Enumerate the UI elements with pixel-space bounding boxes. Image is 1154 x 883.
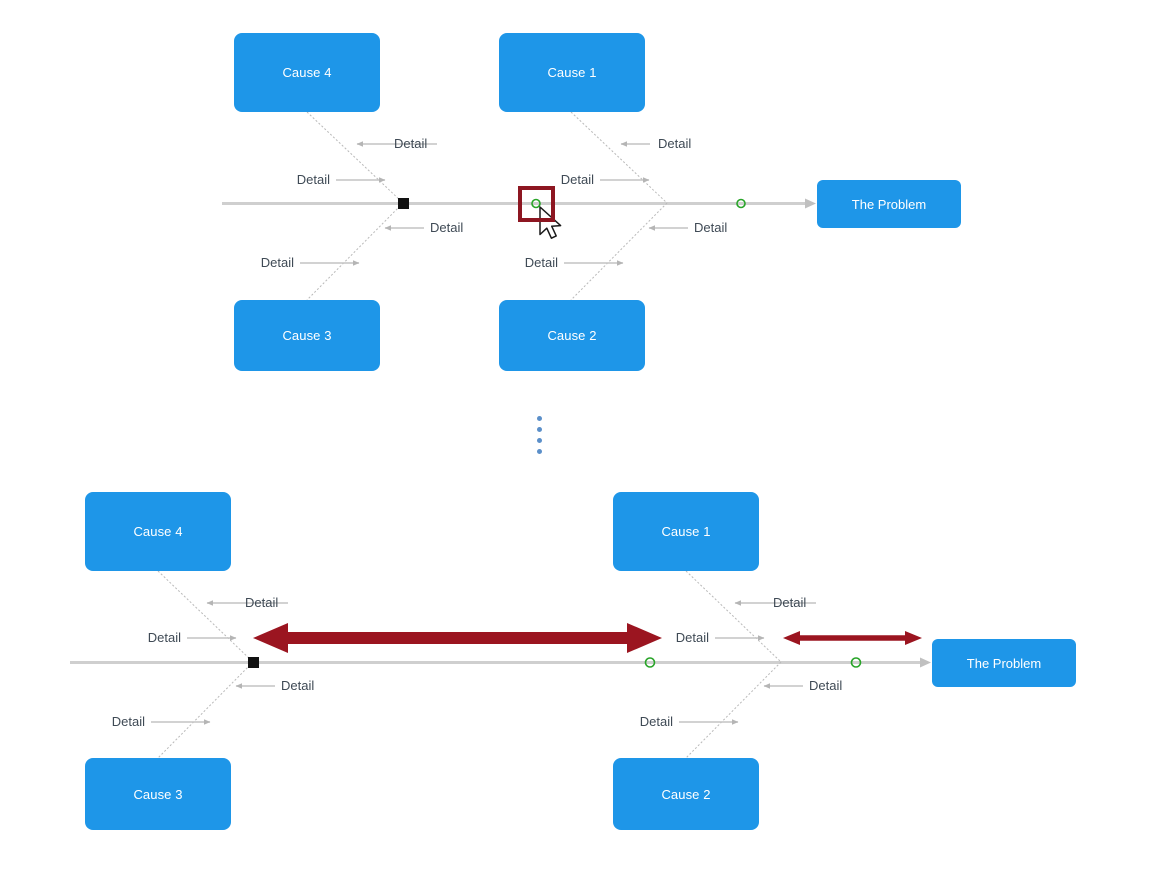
- separator-dot: [537, 416, 542, 421]
- detail-label: Detail: [111, 714, 145, 729]
- bone-cause3: [157, 661, 254, 759]
- cause-box-cause2[interactable]: Cause 2: [613, 758, 759, 830]
- cause-box-label: Cause 4: [133, 524, 183, 539]
- cause-box-label: Cause 2: [547, 328, 597, 343]
- cause-box-cause3[interactable]: Cause 3: [85, 758, 231, 830]
- vertical-ellipsis: [537, 416, 545, 456]
- detail-label: Detail: [658, 136, 692, 151]
- separator-dot: [537, 427, 542, 432]
- cause-box-label: Cause 4: [282, 65, 332, 80]
- problem-box-label: The Problem: [851, 196, 927, 212]
- bone-cause3: [306, 202, 404, 301]
- bone-cause2: [685, 661, 782, 759]
- detail-label: Detail: [694, 220, 728, 235]
- detail-label: Detail: [809, 678, 843, 693]
- spine-arrowhead: [920, 657, 931, 668]
- cause-box-cause2[interactable]: Cause 2: [499, 300, 645, 371]
- cause-box-label: Cause 3: [133, 786, 183, 802]
- bone-cause4: [306, 111, 404, 204]
- problem-box-label: The Problem: [966, 655, 1042, 671]
- bone-cause2: [570, 202, 668, 301]
- top-diagram-lines: [222, 111, 816, 301]
- cause-box-cause3[interactable]: Cause 3: [234, 300, 380, 371]
- detail-label: Detail: [560, 172, 594, 187]
- marker-circle-green[interactable]: [531, 198, 541, 209]
- separator-dot: [537, 449, 542, 454]
- cause-box-label: Cause 1: [661, 524, 711, 539]
- bone-cause4: [157, 570, 254, 663]
- selection-highlight-box: [518, 186, 555, 222]
- cause-box-cause1[interactable]: Cause 1: [613, 492, 759, 571]
- cause-box-cause4[interactable]: Cause 4: [234, 33, 380, 112]
- detail-label: Detail: [147, 630, 181, 645]
- wide-gap-arrow: [253, 623, 662, 653]
- problem-box[interactable]: The Problem: [817, 180, 961, 228]
- bottom-diagram-lines: [70, 570, 931, 759]
- spine-arrowhead: [805, 198, 816, 209]
- narrow-gap-arrow: [783, 631, 922, 645]
- cause-box-label: Cause 3: [282, 328, 332, 343]
- separator-dot: [537, 438, 542, 443]
- marker-circle-green[interactable]: [644, 657, 656, 668]
- cause-box-cause4[interactable]: Cause 4: [85, 492, 231, 571]
- detail-label: Detail: [675, 630, 709, 645]
- bone-cause1: [570, 111, 668, 204]
- detail-label: Detail: [524, 255, 558, 270]
- detail-label: Detail: [639, 714, 673, 729]
- detail-label: Detail: [260, 255, 294, 270]
- marker-square-black[interactable]: [248, 657, 259, 668]
- marker-square-black[interactable]: [398, 198, 409, 209]
- bone-cause1: [685, 570, 782, 663]
- detail-label: Detail: [281, 678, 315, 693]
- marker-circle-green[interactable]: [736, 198, 746, 209]
- marker-circle-green[interactable]: [850, 657, 862, 668]
- detail-label: Detail: [245, 595, 279, 610]
- detail-label: Detail: [394, 136, 428, 151]
- cause-box-cause1[interactable]: Cause 1: [499, 33, 645, 112]
- detail-label: Detail: [773, 595, 807, 610]
- detail-label: Detail: [430, 220, 464, 235]
- problem-box[interactable]: The Problem: [932, 639, 1076, 687]
- cause-box-label: Cause 2: [661, 786, 711, 802]
- detail-label: Detail: [296, 172, 330, 187]
- cause-box-label: Cause 1: [547, 65, 597, 80]
